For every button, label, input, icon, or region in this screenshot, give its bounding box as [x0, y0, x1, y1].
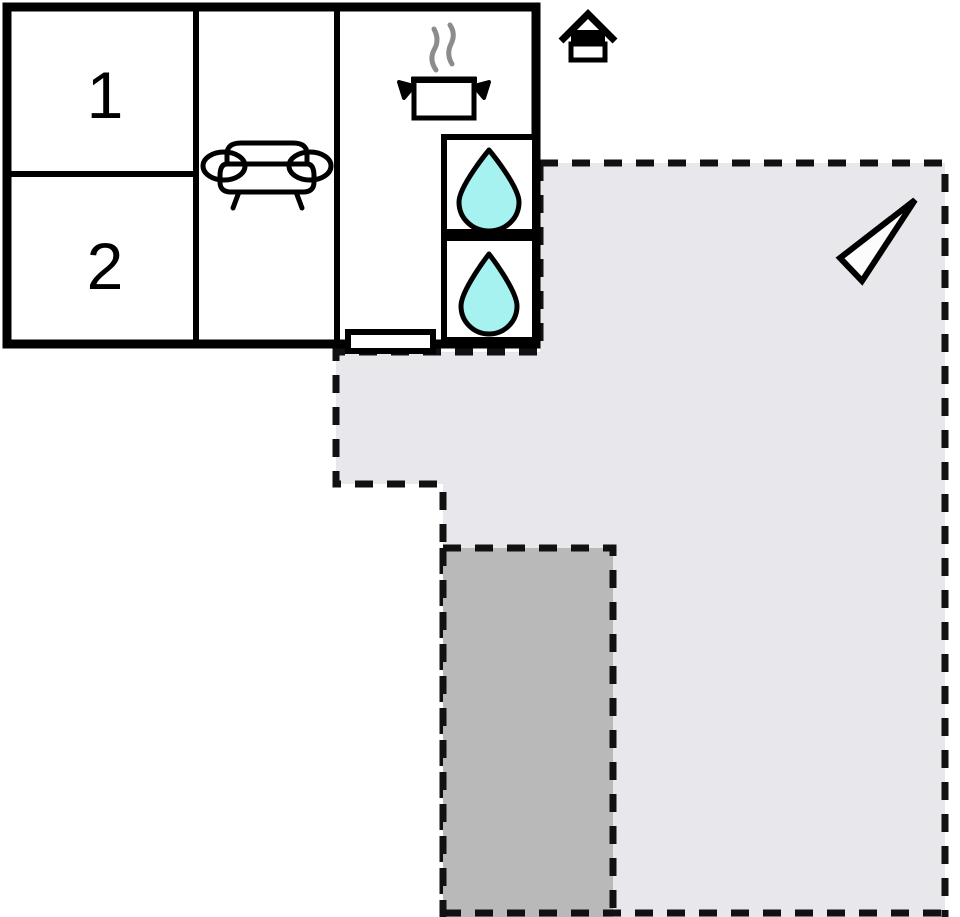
water-drop-icon: [456, 147, 522, 234]
sofa-arm-left: [200, 149, 248, 183]
compass-north-arrow: [835, 197, 918, 286]
house-roof: [558, 9, 618, 44]
sofa-backrest: [224, 140, 310, 167]
steam-right: [446, 22, 456, 67]
cooking-pot-icon: [397, 22, 491, 121]
steam-left: [429, 26, 440, 73]
terrace-group: [439, 544, 945, 917]
room-2-label: 2: [87, 229, 124, 303]
pot-body: [411, 76, 477, 121]
bathroom-upper: [441, 134, 538, 235]
pot-handle-right: [472, 80, 491, 100]
pot-handle-left: [397, 80, 416, 100]
house-lower-body: [568, 41, 608, 63]
terrace-area: [443, 548, 613, 917]
terrace-outline: [443, 544, 617, 917]
sofa-leg-left: [230, 189, 242, 211]
sofa-arm-right: [286, 149, 334, 183]
compass-arrow-triangle: [835, 197, 918, 286]
house-icon: [558, 9, 618, 63]
entrance-door: [345, 329, 436, 354]
water-drop-icon: [458, 251, 520, 337]
sofa-icon: [200, 140, 334, 211]
property-plot-outline: [540, 159, 949, 917]
bathroom-lower: [441, 235, 538, 343]
sofa-seat: [217, 161, 317, 195]
room-labels-group: 1 2: [87, 58, 124, 303]
room-1-label: 1: [87, 58, 124, 132]
interior-walls-group: [5, 5, 340, 346]
sofa-leg-right: [293, 189, 305, 211]
entrance-door-rect: [345, 329, 436, 354]
